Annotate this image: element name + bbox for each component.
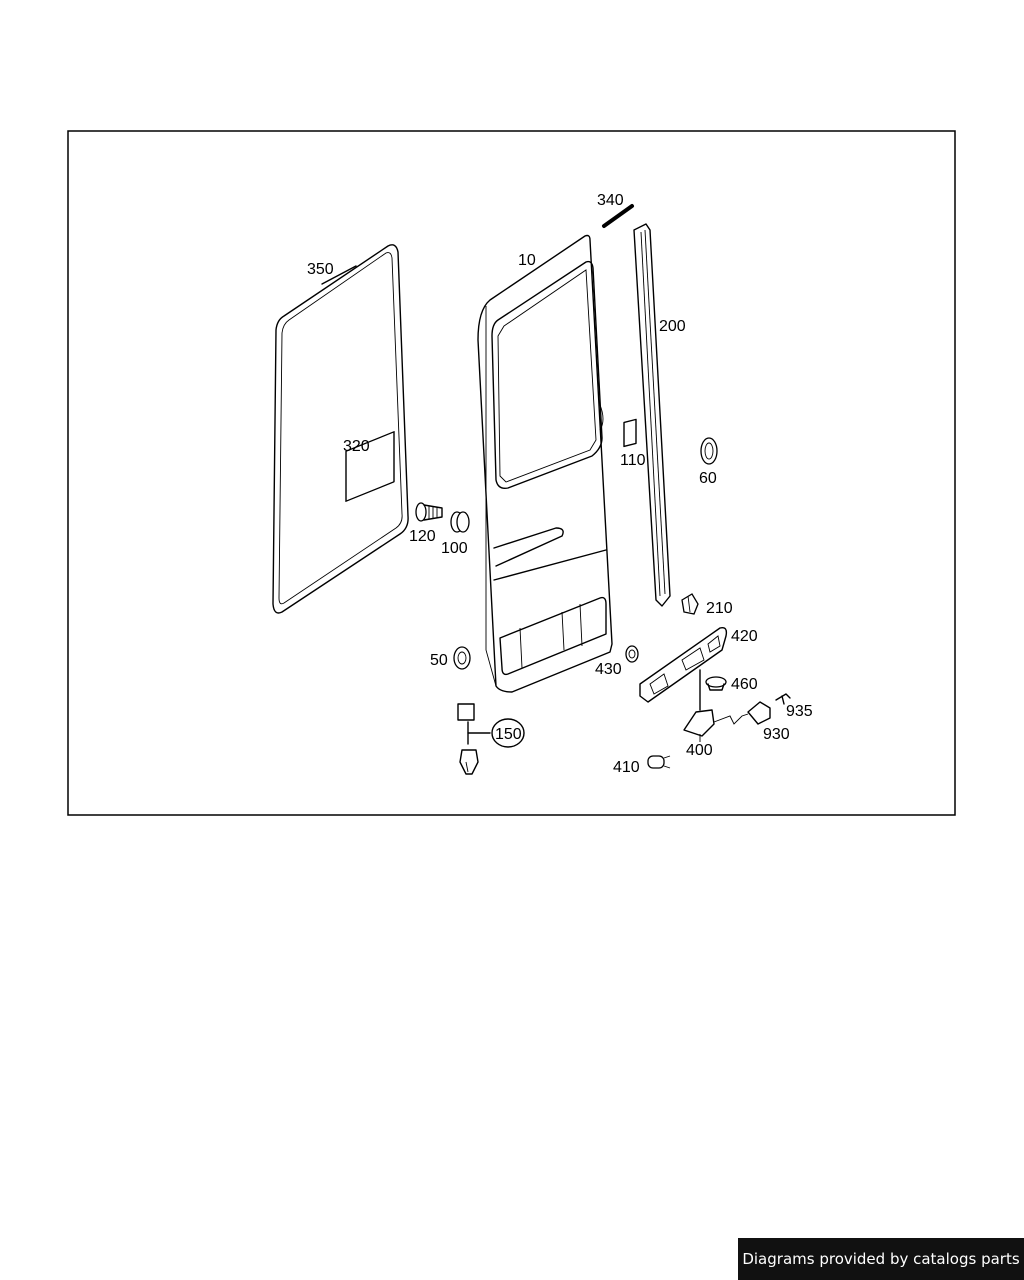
- callout-10: 10: [518, 252, 536, 269]
- part-410-bulb[interactable]: [647, 755, 671, 769]
- part-50-grommet[interactable]: [453, 646, 471, 670]
- part-460-cap[interactable]: [705, 676, 727, 691]
- callout-200: 200: [659, 318, 686, 335]
- part-430-nut[interactable]: [625, 645, 639, 663]
- callout-120: 120: [409, 528, 436, 545]
- callout-430: 430: [595, 661, 622, 678]
- callout-930: 930: [763, 726, 790, 743]
- part-420-handle-trim[interactable]: [639, 626, 728, 703]
- credit-banner[interactable]: Diagrams provided by catalogs parts: [738, 1238, 1024, 1280]
- part-930-connector[interactable]: [747, 701, 771, 725]
- callout-110: 110: [620, 452, 646, 469]
- part-10-rear-door[interactable]: [477, 234, 613, 693]
- callout-350: 350: [307, 261, 334, 278]
- part-400-lamp[interactable]: [683, 669, 749, 737]
- callout-60: 60: [699, 470, 717, 487]
- credit-text: Diagrams provided by catalogs parts: [742, 1250, 1020, 1268]
- part-120-clip[interactable]: [415, 502, 443, 522]
- part-935-pin[interactable]: [775, 693, 791, 705]
- callout-50: 50: [430, 652, 448, 669]
- callout-150: 150: [495, 726, 522, 743]
- callout-410: 410: [613, 759, 640, 776]
- part-200-weatherstrip[interactable]: [633, 223, 671, 607]
- part-340-strip[interactable]: [602, 204, 634, 228]
- part-320-label[interactable]: [345, 431, 395, 502]
- part-350-window-frame[interactable]: [272, 244, 409, 614]
- callout-935: 935: [786, 703, 813, 720]
- callout-400: 400: [686, 742, 713, 759]
- diagram-frame: [67, 130, 956, 816]
- part-210-plug[interactable]: [681, 593, 699, 615]
- callout-210: 210: [706, 600, 733, 617]
- part-110-pad[interactable]: [623, 418, 637, 448]
- callout-320: 320: [343, 438, 370, 455]
- callout-100: 100: [441, 540, 468, 557]
- part-60-grommet[interactable]: [700, 437, 718, 465]
- part-100-bumper[interactable]: [450, 511, 470, 533]
- callout-420: 420: [731, 628, 758, 645]
- callout-460: 460: [731, 676, 758, 693]
- callout-340: 340: [597, 192, 624, 209]
- part-150-kit[interactable]: [457, 703, 525, 775]
